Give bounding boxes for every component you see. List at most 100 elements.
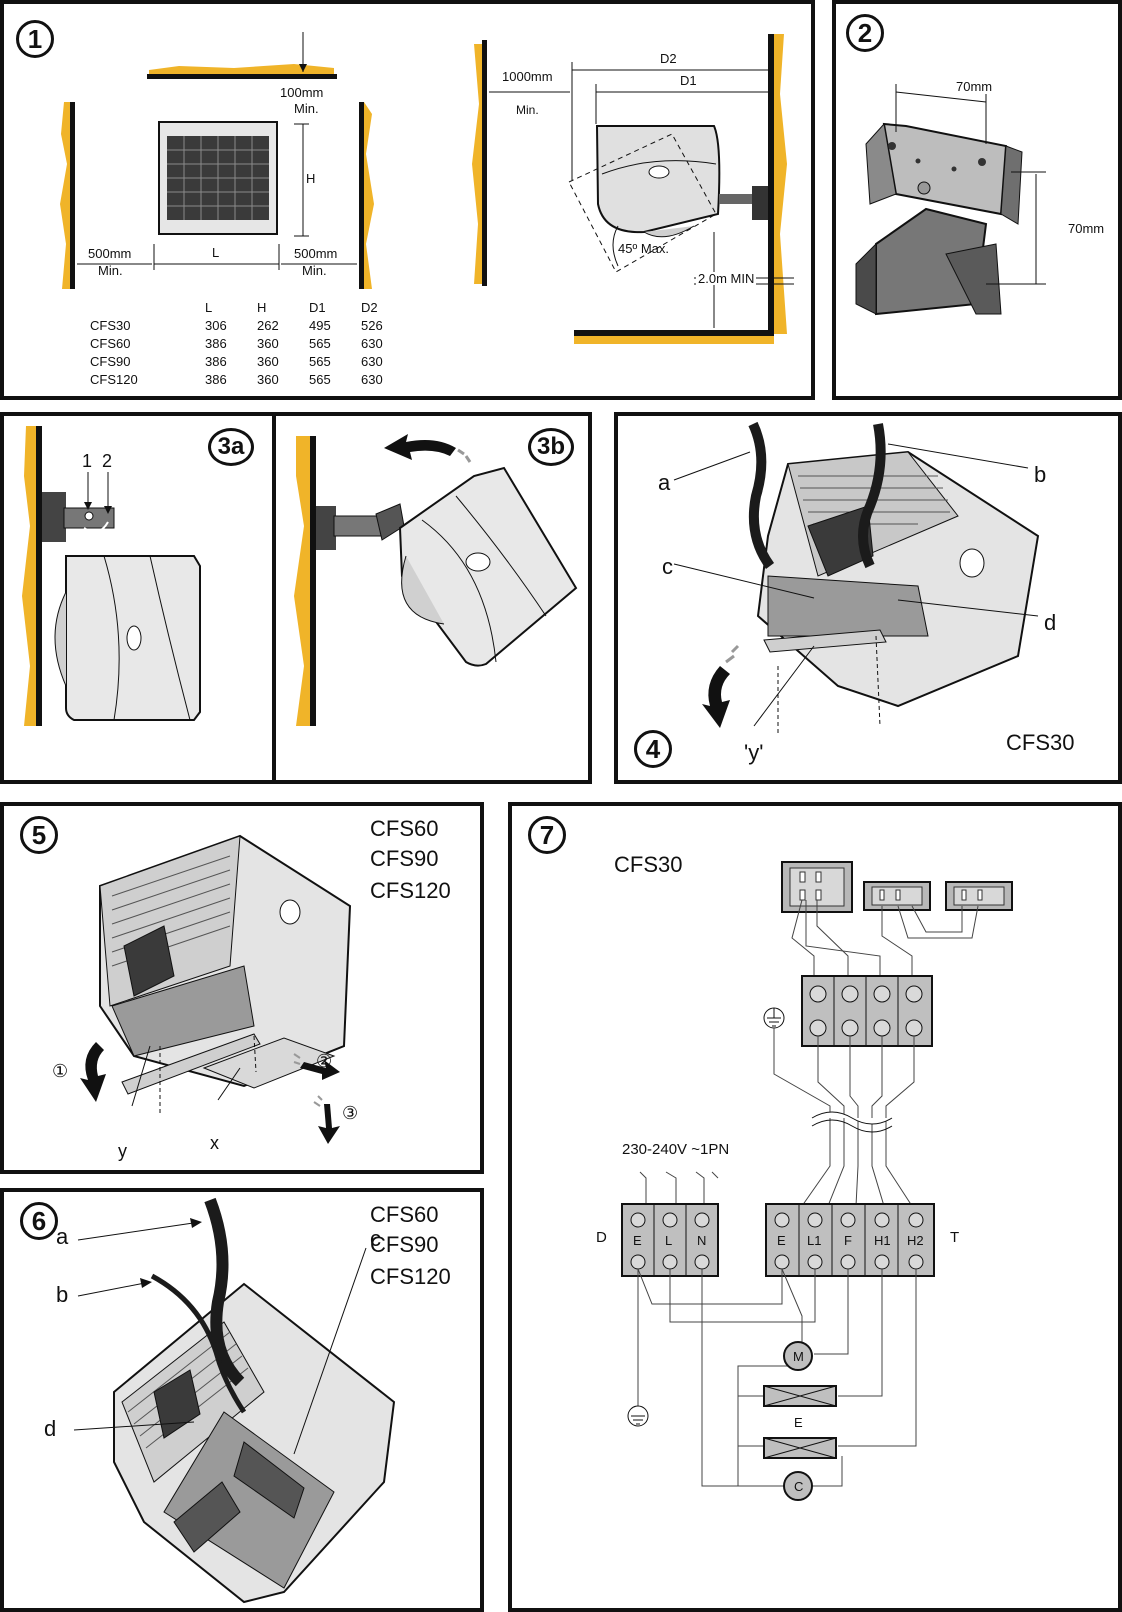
top-clearance-min-label: Min. <box>294 101 319 116</box>
dim-d1-label: D1 <box>680 73 697 88</box>
floor <box>574 330 774 336</box>
table-header-cell: D2 <box>361 299 378 315</box>
motor-symbol <box>783 1341 813 1371</box>
panel-3b-drawing <box>294 434 578 726</box>
panel-4-cable-entry-cfs30: a b c d 'y' CFS30 4 <box>614 412 1122 784</box>
panel-6-cable-entry-large: 6 CFS60 CFS90 CFS120 a b c d <box>0 1188 484 1612</box>
floor-hatch <box>574 336 774 344</box>
terminal-t-f: F <box>844 1233 852 1248</box>
dimensions-table: L H D1 D2 CFS30 306 262 495 526 CFS60 38… <box>90 298 413 388</box>
side-left-wall-hatch <box>472 44 482 284</box>
panel-7-wiring-diagram: 7 CFS30 230-240V ~1PN D T E L N E L1 F H… <box>508 802 1122 1612</box>
bracket-plate <box>42 492 66 542</box>
table-cell: CFS90 <box>90 353 131 369</box>
side-left-wall <box>482 40 487 286</box>
panel-6-model-1: CFS60 <box>370 1202 439 1227</box>
bracket-arm <box>333 515 383 537</box>
terminal-d-e: E <box>633 1233 642 1248</box>
part-d-label: d <box>1044 610 1057 635</box>
panel-1-drawing <box>60 32 794 344</box>
block-t-label: T <box>950 1229 960 1246</box>
table-header-row: L H D1 D2 <box>90 298 413 316</box>
dim-l-label: L <box>212 245 220 260</box>
part-d-label: d <box>44 1416 57 1441</box>
table-row: CFS120 386 360 565 630 <box>90 370 413 388</box>
terminal-t-l1: L1 <box>807 1233 822 1248</box>
table-cell: 495 <box>309 317 331 333</box>
table-cell: 526 <box>361 317 383 333</box>
terminal-d-n: N <box>697 1233 707 1248</box>
table-cell: 386 <box>205 371 227 387</box>
down-arrow-icon <box>702 666 730 728</box>
table-cell: 306 <box>205 317 227 333</box>
table-cell: CFS30 <box>90 317 131 333</box>
terminal-t-h2: H2 <box>907 1233 924 1248</box>
table-cell: 630 <box>361 335 383 351</box>
table-cell: 630 <box>361 371 383 387</box>
panel-5-drawing <box>80 834 352 1144</box>
step-2-label: ② <box>316 1051 333 1071</box>
table-cell: 565 <box>309 371 331 387</box>
right-wall <box>359 102 364 289</box>
step-1-label: ① <box>52 1061 69 1081</box>
side-right-min-label: Min. <box>302 263 327 278</box>
bracket-drawing <box>855 84 1046 316</box>
tilt-outline <box>568 133 717 273</box>
table-cell: CFS60 <box>90 335 131 351</box>
back-wall-hatch <box>774 34 787 334</box>
wall-hatch <box>22 426 36 726</box>
panel-5-number: 5 <box>20 816 58 854</box>
arrow-step-2-icon <box>300 1060 340 1080</box>
table-header-cell: D1 <box>309 299 326 315</box>
table-cell: 360 <box>257 335 279 351</box>
heater-side <box>595 125 721 234</box>
front-clearance-min-label: Min. <box>516 103 539 117</box>
table-cell: 360 <box>257 371 279 387</box>
part-c-label: c <box>370 1226 381 1251</box>
wall <box>310 436 316 726</box>
cable-a-label: a <box>56 1224 69 1249</box>
table-header-cell <box>90 298 205 316</box>
table-row: CFS90 386 360 565 630 <box>90 352 413 370</box>
element-label: E <box>794 1415 803 1430</box>
cable-b-label: b <box>56 1282 69 1307</box>
table-cell: CFS120 <box>90 371 138 387</box>
bracket-width-label: 70mm <box>956 79 993 94</box>
cable-a-label: a <box>658 470 671 495</box>
side-left-min-label: Min. <box>98 263 123 278</box>
back-wall <box>768 34 774 334</box>
panel-2-number: 2 <box>846 14 884 52</box>
table-cell: 262 <box>257 317 279 333</box>
panel-3a-drawing <box>22 426 201 726</box>
cable-b-label: b <box>1034 462 1047 487</box>
tilt-label: 45º Max. <box>618 241 669 256</box>
rotate-arrow-icon <box>384 434 456 460</box>
panel-5-model-1: CFS60 <box>370 816 439 841</box>
step-3-label: ③ <box>342 1103 359 1123</box>
table-header-cell: H <box>257 299 267 315</box>
panel-3a-number: 3a <box>208 428 254 466</box>
panel-3b-number: 3b <box>528 428 574 466</box>
arrow-step-3-icon <box>318 1104 340 1144</box>
panel-1-installation-clearances: 1 100mm Min. H L 500mm Min. 500mm Min. 1… <box>0 0 815 400</box>
terminal-t-h1: H1 <box>874 1233 891 1248</box>
supply-label: 230-240V ~1PN <box>622 1141 730 1158</box>
table-cell: 360 <box>257 353 279 369</box>
panel-1-number: 1 <box>16 20 54 58</box>
wall <box>36 426 42 726</box>
panel-6-number: 6 <box>20 1202 58 1240</box>
cable-a <box>748 421 775 569</box>
cable-b <box>150 1273 247 1414</box>
fixing-point-1-label: 1 <box>82 451 93 471</box>
table-cell: 386 <box>205 335 227 351</box>
panel-3b-tilt-heater: 3b <box>272 412 592 784</box>
panel-5-model-3: CFS120 <box>370 878 451 903</box>
panel-5-model-2: CFS90 <box>370 846 439 871</box>
table-cell: 565 <box>309 335 331 351</box>
wiring-diagram <box>621 861 1013 1501</box>
table-row: CFS60 386 360 565 630 <box>90 334 413 352</box>
panel-6-model-3: CFS120 <box>370 1264 451 1289</box>
dim-d2-label: D2 <box>660 51 677 66</box>
panel-7-model-label: CFS30 <box>614 852 683 877</box>
block-d-label: D <box>596 1229 607 1246</box>
